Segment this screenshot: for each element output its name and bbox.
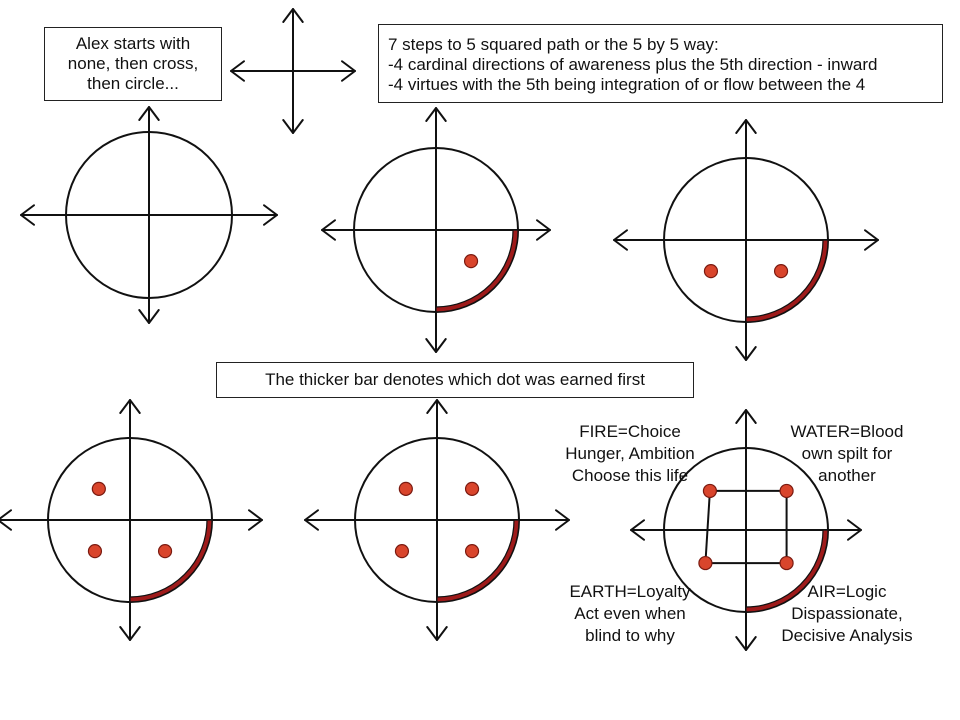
earth-label: EARTH=Loyalty Act even when blind to why: [550, 581, 710, 647]
arrow-east-head: [847, 519, 862, 541]
label-line: AIR=Logic: [807, 582, 887, 601]
label-line: another: [818, 466, 876, 485]
arrow-east-head: [263, 204, 278, 226]
water-label: WATER=Blood own spilt for another: [772, 421, 922, 487]
virtue-dot: [773, 264, 789, 279]
label-line: Choose this life: [571, 466, 689, 485]
arrow-west-head: [321, 219, 336, 241]
label-line: Act even when: [574, 604, 686, 623]
arrow-north-head: [138, 106, 160, 121]
arrow-south-head: [735, 346, 757, 361]
label-line: Hunger, Ambition: [565, 444, 695, 463]
label-line: Decisive Analysis: [781, 626, 913, 645]
arrow-east-head: [536, 219, 551, 241]
virtue-dot: [464, 481, 480, 496]
virtue-dot: [779, 555, 794, 571]
note-text: The thicker bar denotes which dot was ea…: [265, 370, 645, 389]
arrow-north-head: [735, 119, 757, 134]
steps-line: 7 steps to 5 squared path or the 5 by 5 …: [388, 35, 719, 54]
arrow-west-head: [630, 519, 645, 541]
steps-line: -4 cardinal directions of awareness plus…: [388, 55, 878, 74]
virtue-dot: [703, 264, 719, 279]
arrow-east-head: [555, 509, 570, 531]
arrow-west-head: [613, 229, 628, 251]
label-line: Dispassionate,: [791, 604, 903, 623]
arrow-south-head: [282, 119, 304, 134]
arrow-south-head: [426, 626, 448, 641]
label-line: own spilt for: [801, 444, 893, 463]
virtue-dot: [463, 254, 479, 269]
virtue-dot: [698, 555, 713, 571]
intro-line: Alex starts with: [75, 34, 191, 53]
label-line: blind to why: [585, 626, 675, 645]
arrow-west-head: [0, 509, 12, 531]
steps-line: -4 virtues with the 5th being integratio…: [388, 75, 866, 94]
virtue-dot: [779, 483, 794, 499]
arrow-west-head: [304, 509, 319, 531]
first-dot-thick-bar: [745, 529, 829, 613]
arrow-south-head: [119, 626, 141, 641]
arrow-east-head: [341, 60, 356, 82]
arrow-east-head: [248, 509, 263, 531]
virtue-dot: [394, 544, 410, 559]
label-line: FIRE=Choice: [579, 422, 681, 441]
arrow-west-head: [20, 204, 35, 226]
fire-label: FIRE=Choice Hunger, Ambition Choose this…: [550, 421, 710, 487]
virtue-dot: [87, 544, 103, 559]
intro-line: none, then cross,: [67, 54, 199, 73]
arrow-north-head: [119, 399, 141, 414]
first-dot-thick-bar: [436, 519, 520, 603]
steps-description-box: 7 steps to 5 squared path or the 5 by 5 …: [378, 24, 943, 103]
thicker-bar-note-box: The thicker bar denotes which dot was ea…: [216, 362, 694, 398]
virtue-dot: [702, 483, 718, 499]
virtue-dot: [157, 544, 173, 559]
arrow-north-head: [735, 409, 757, 424]
first-dot-thick-bar: [129, 519, 213, 603]
arrow-north-head: [425, 107, 447, 122]
arrow-north-head: [426, 399, 448, 414]
arrow-east-head: [864, 229, 879, 251]
intro-text-box: Alex starts with none, then cross, then …: [44, 27, 222, 101]
arrow-north-head: [282, 8, 304, 23]
label-line: WATER=Blood: [790, 422, 904, 441]
air-label: AIR=Logic Dispassionate, Decisive Analys…: [762, 581, 932, 647]
arrow-south-head: [425, 338, 447, 353]
virtue-dot: [398, 481, 413, 496]
virtue-dot: [91, 481, 106, 496]
virtue-dot: [464, 544, 480, 559]
first-dot-thick-bar: [745, 239, 829, 323]
arrow-south-head: [138, 309, 160, 324]
intro-line: then circle...: [87, 74, 179, 93]
arrow-south-head: [735, 636, 757, 651]
first-dot-thick-bar: [435, 229, 519, 313]
label-line: EARTH=Loyalty: [569, 582, 691, 601]
arrow-west-head: [230, 60, 245, 82]
